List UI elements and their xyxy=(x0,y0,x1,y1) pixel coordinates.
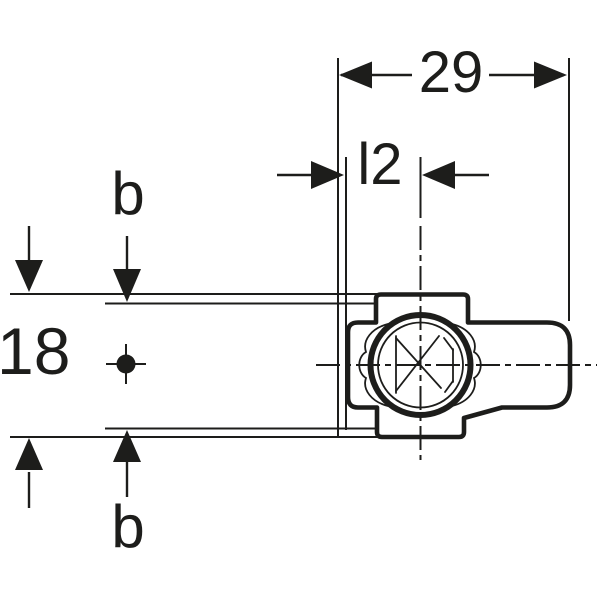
valve-diagonal-3 xyxy=(443,337,454,351)
center-mark-icon xyxy=(106,344,146,384)
arrow-left-icon xyxy=(422,161,455,189)
dim-label-18: 18 xyxy=(0,314,71,388)
arrow-right-icon xyxy=(311,161,344,189)
dimension-l2 xyxy=(277,161,489,189)
arrow-left-icon xyxy=(339,61,372,89)
arrow-down-icon xyxy=(113,269,141,302)
dimension-18-arrows xyxy=(15,226,43,508)
dimension-29 xyxy=(339,61,567,89)
center-mark-dot xyxy=(116,354,136,374)
arrow-up-icon xyxy=(15,438,43,470)
dim-label-b-top: b xyxy=(111,160,145,227)
dim-label-29: 29 xyxy=(418,40,484,105)
rail-lines xyxy=(10,293,378,438)
arrow-right-icon xyxy=(534,61,567,89)
dim-label-b-bottom: b xyxy=(111,493,145,560)
arrow-up-icon xyxy=(113,430,141,462)
valve-diagonal-4 xyxy=(444,380,454,393)
arrow-down-icon xyxy=(15,260,43,292)
dim-label-l2: l2 xyxy=(357,132,403,197)
valve-inner-detail xyxy=(395,335,454,394)
centerlines xyxy=(316,226,597,460)
valve-diagonal-2 xyxy=(395,335,440,392)
dimension-b-arrows xyxy=(113,236,141,497)
